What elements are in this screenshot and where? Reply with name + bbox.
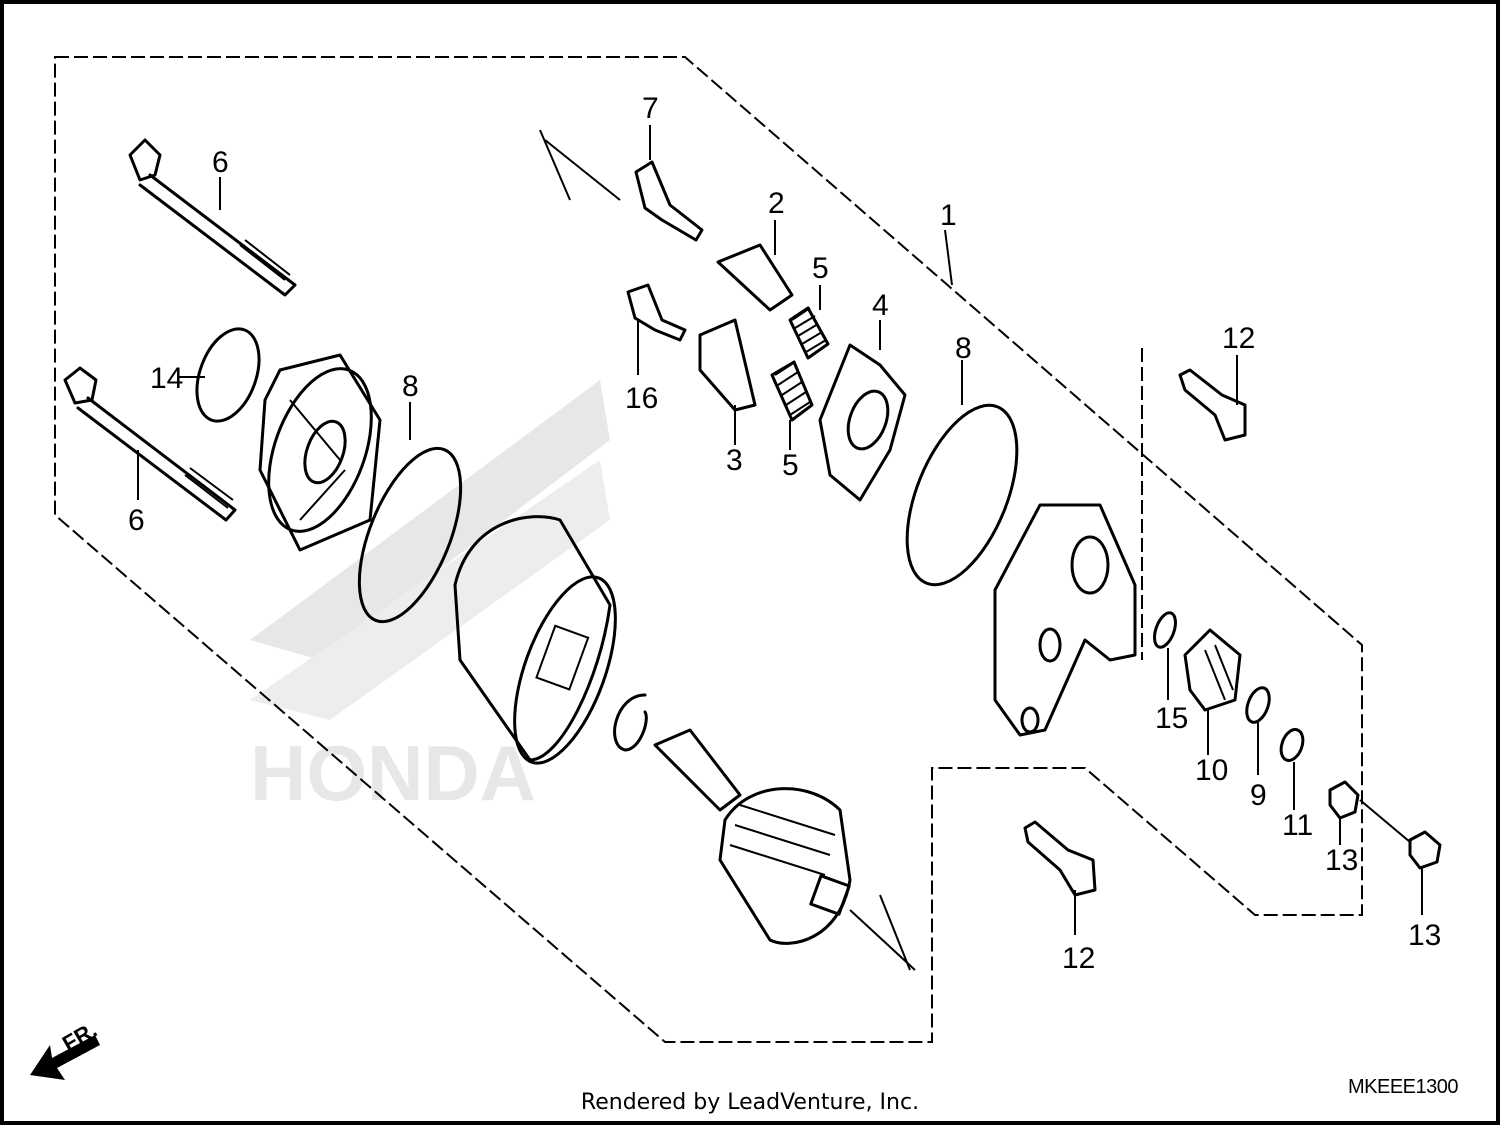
washer-9 bbox=[1245, 686, 1271, 724]
insulator-bolt bbox=[626, 283, 687, 342]
front-direction-label: FR. bbox=[58, 1017, 101, 1056]
break-mark-upper bbox=[539, 129, 621, 201]
callout-11: 11 bbox=[1282, 809, 1313, 842]
o-ring-left bbox=[357, 446, 463, 624]
front-cover bbox=[993, 503, 1137, 737]
callout-7: 7 bbox=[642, 92, 659, 125]
o-ring-small bbox=[195, 327, 261, 423]
washer-15 bbox=[1153, 611, 1177, 649]
brush-holder-upper bbox=[716, 243, 794, 312]
brush-holder-lower bbox=[698, 318, 757, 412]
render-credit: Rendered by LeadVenture, Inc. bbox=[580, 1090, 920, 1115]
watermark-text: HONDA bbox=[250, 729, 536, 817]
callout-13b: 13 bbox=[1408, 919, 1441, 952]
callout-13a: 13 bbox=[1325, 844, 1358, 877]
rear-cover bbox=[258, 353, 382, 552]
assembly-outline bbox=[54, 56, 1363, 1043]
retaining-clip bbox=[613, 693, 648, 752]
callout-9: 9 bbox=[1250, 779, 1267, 812]
callout-2: 2 bbox=[768, 187, 785, 220]
callout-12b: 12 bbox=[1062, 942, 1095, 975]
pinion-gear bbox=[1183, 628, 1242, 712]
callout-6a: 6 bbox=[212, 146, 229, 179]
callout-14: 14 bbox=[150, 362, 183, 395]
through-bolt-lower bbox=[63, 366, 237, 522]
stud-line bbox=[1359, 799, 1411, 843]
callout-3: 3 bbox=[726, 444, 743, 477]
o-ring-right bbox=[905, 403, 1019, 587]
terminal-bolt bbox=[634, 160, 704, 242]
brush-spring-lower bbox=[770, 360, 814, 422]
flange-bolt-lower bbox=[1023, 820, 1097, 897]
callout-4: 4 bbox=[872, 289, 889, 322]
nut-13-upper bbox=[1328, 780, 1360, 820]
callout-12a: 12 bbox=[1222, 322, 1255, 355]
washer-11 bbox=[1279, 728, 1305, 762]
front-direction-arrow-icon: FR. bbox=[30, 1017, 101, 1080]
callout-16: 16 bbox=[625, 382, 658, 415]
callout-8b: 8 bbox=[955, 332, 972, 365]
brush-plate bbox=[818, 343, 907, 502]
callout-5b: 5 bbox=[782, 449, 799, 482]
motor-yoke bbox=[453, 515, 617, 765]
armature bbox=[653, 728, 852, 945]
through-bolt-upper bbox=[128, 138, 297, 297]
callout-5a: 5 bbox=[812, 252, 829, 285]
break-mark-lower bbox=[849, 894, 916, 971]
callout-6b: 6 bbox=[128, 504, 145, 537]
brush-spring-upper bbox=[788, 306, 830, 360]
flange-bolt-upper bbox=[1178, 368, 1247, 442]
diagram-code: MKEEE1300 bbox=[1348, 1076, 1459, 1098]
honda-watermark: HONDA bbox=[250, 380, 610, 817]
callout-10: 10 bbox=[1195, 754, 1228, 787]
leader-1 bbox=[944, 229, 953, 286]
nut-13-lower bbox=[1408, 830, 1442, 870]
callout-15: 15 bbox=[1155, 702, 1188, 735]
callout-8a: 8 bbox=[402, 370, 419, 403]
callout-1: 1 bbox=[940, 199, 957, 232]
